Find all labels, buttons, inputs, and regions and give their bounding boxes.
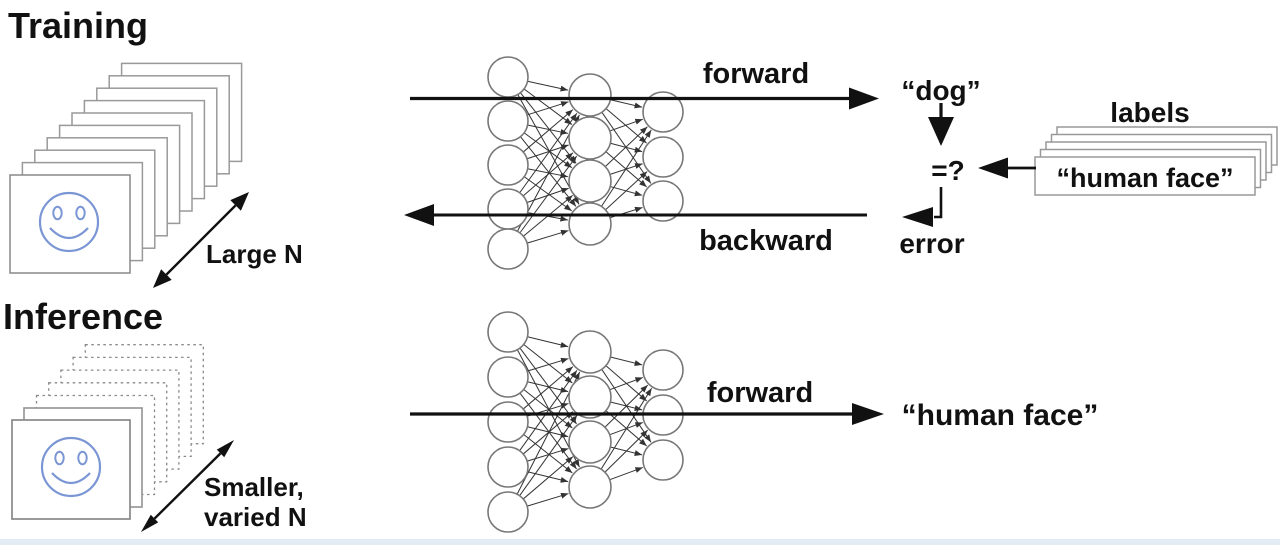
- inference-prediction: “human face”: [902, 399, 1099, 432]
- network-edge: [527, 101, 569, 116]
- network-node: [568, 116, 612, 160]
- network-edge: [527, 80, 569, 92]
- training-prediction: “dog”: [901, 75, 980, 106]
- inference-image-stack: [11, 344, 204, 520]
- network-edge: [527, 229, 569, 244]
- network-edge: [605, 126, 648, 167]
- smiley-face-image: [40, 436, 102, 498]
- label-card: [1034, 156, 1256, 196]
- network-edge: [610, 99, 643, 109]
- network-edge: [519, 155, 578, 233]
- training-image-stack: [9, 62, 243, 274]
- network-node: [568, 159, 612, 203]
- training-forward-arrow: [410, 87, 879, 110]
- network-node: [568, 73, 612, 117]
- network-node: [642, 349, 684, 391]
- network-edge: [520, 92, 577, 164]
- network-node: [568, 202, 612, 246]
- labels-card-stack: [1034, 126, 1278, 196]
- network-edge: [527, 357, 569, 372]
- network-edge: [605, 171, 648, 210]
- network-edge: [604, 429, 649, 473]
- network-node: [642, 439, 684, 481]
- network-edge: [519, 393, 577, 470]
- network-edge: [527, 471, 569, 483]
- network-edge: [523, 434, 573, 474]
- large-n-label: Large N: [206, 239, 303, 269]
- network-node: [487, 311, 529, 353]
- network-edge: [524, 88, 573, 125]
- inference-forward-label: forward: [707, 377, 813, 409]
- network-node: [487, 446, 529, 488]
- network-edge: [527, 124, 569, 135]
- large-n-arrow: [153, 192, 249, 288]
- network-node: [568, 330, 612, 374]
- training-forward-label: forward: [703, 58, 809, 90]
- training-network: [487, 56, 684, 270]
- network-edge: [523, 366, 574, 410]
- network-edge: [524, 132, 573, 169]
- network-edge: [527, 336, 569, 348]
- network-edge: [523, 389, 573, 429]
- network-node: [568, 420, 612, 464]
- network-edge: [519, 370, 578, 451]
- training-backward-label: backward: [699, 225, 833, 257]
- network-edge: [610, 356, 643, 366]
- network-edge: [600, 387, 653, 470]
- network-node: [487, 144, 529, 186]
- network-node: [642, 180, 684, 222]
- network-edge: [606, 108, 647, 144]
- varied-n-label-line1: Smaller,: [204, 472, 304, 502]
- labels-to-compare-arrow: [978, 157, 1036, 179]
- varied-n-arrow: [141, 440, 234, 532]
- varied-n-label-line2: varied N: [204, 502, 307, 532]
- network-node: [487, 100, 529, 142]
- training-heading: Training: [8, 5, 148, 46]
- prediction-down-arrow: [928, 103, 954, 146]
- network-edge: [527, 447, 569, 462]
- training-backward-arrow: [404, 204, 867, 226]
- network-node: [568, 465, 612, 509]
- smiley-face-image: [38, 191, 100, 253]
- network-edge: [519, 112, 578, 193]
- network-edge: [527, 426, 569, 438]
- network-edge: [519, 415, 578, 496]
- network-edge: [610, 118, 643, 132]
- network-edge: [610, 142, 643, 153]
- network-edge: [523, 109, 574, 153]
- network-edge: [604, 384, 649, 428]
- network-edge: [523, 456, 574, 500]
- labels-title: labels: [1110, 97, 1189, 128]
- network-node: [487, 491, 529, 533]
- network-node: [487, 228, 529, 270]
- inference-network: [487, 311, 684, 533]
- network-edge: [520, 136, 577, 207]
- network-edge: [527, 381, 569, 393]
- network-edge: [609, 466, 644, 481]
- training-stacked-image: [9, 174, 131, 274]
- inference-stacked-image: [11, 419, 131, 520]
- network-edge: [610, 163, 643, 175]
- network-node: [642, 136, 684, 178]
- error-label: error: [899, 228, 964, 259]
- network-node: [568, 375, 612, 419]
- network-node: [487, 188, 529, 230]
- network-edge: [527, 492, 569, 507]
- label-card-text: “human face”: [1056, 163, 1233, 193]
- error-feedback-arrow: [902, 187, 943, 227]
- network-edge: [523, 344, 573, 384]
- network-node: [642, 91, 684, 133]
- network-edge: [601, 129, 652, 207]
- network-node: [487, 56, 529, 98]
- network-node: [487, 401, 529, 443]
- inference-heading: Inference: [3, 296, 163, 337]
- network-edge: [609, 376, 644, 391]
- bottom-edge-strip: [0, 539, 1280, 545]
- network-edge: [519, 348, 577, 425]
- network-node: [487, 356, 529, 398]
- comparison-operator: =?: [931, 155, 964, 186]
- inference-forward-arrow: [410, 403, 884, 425]
